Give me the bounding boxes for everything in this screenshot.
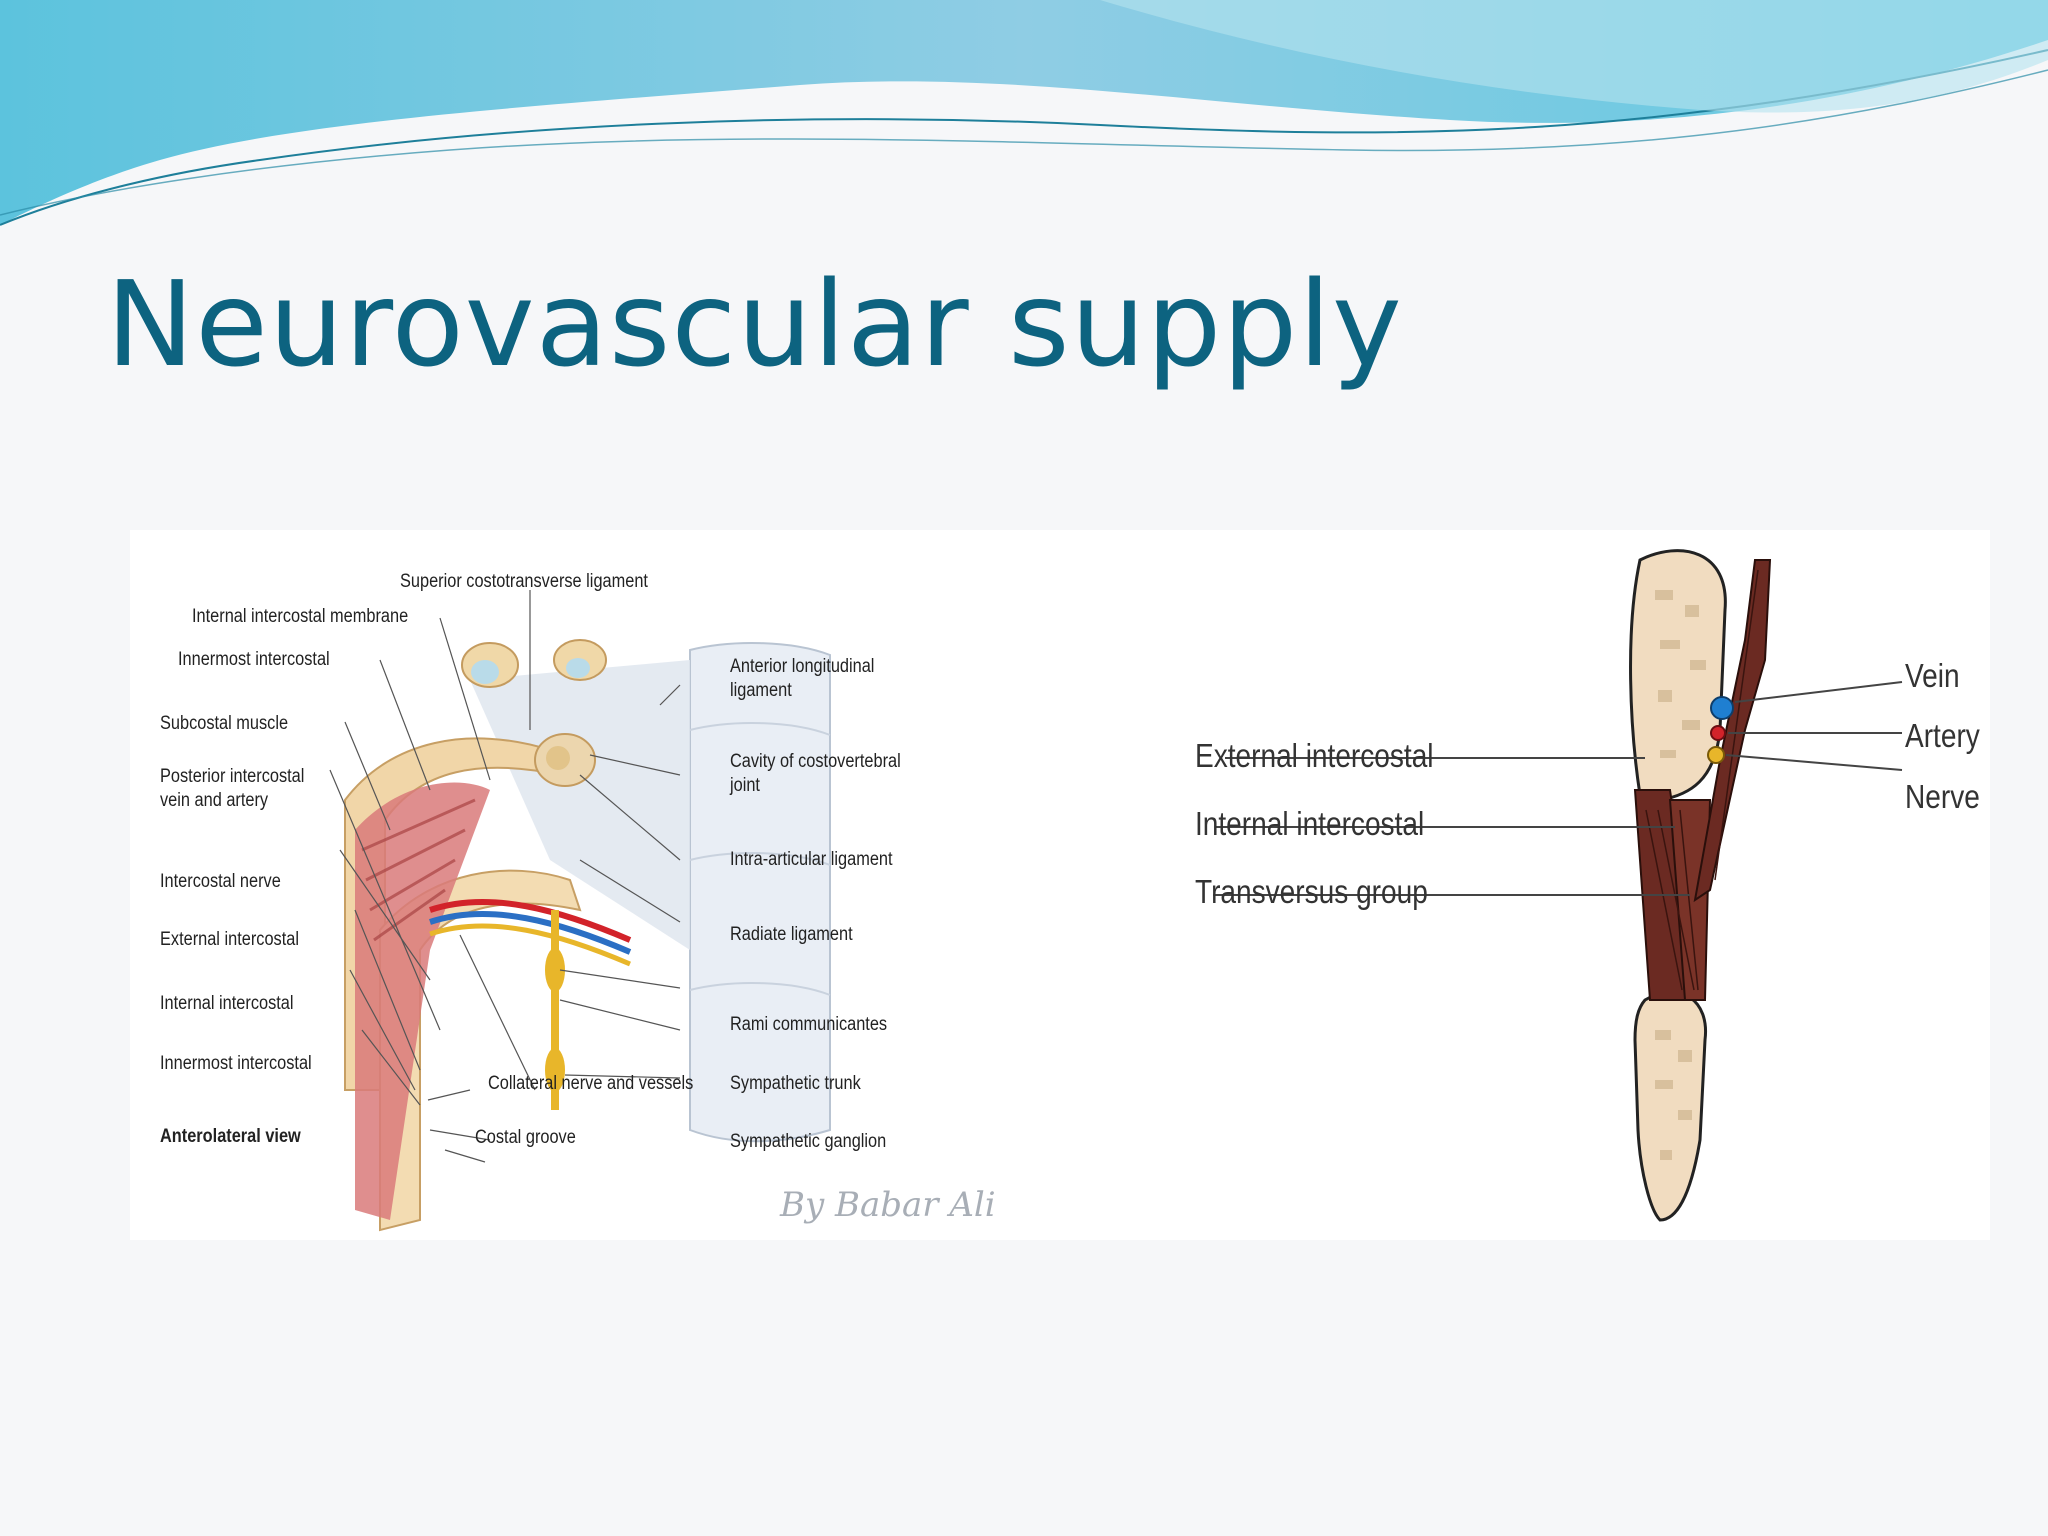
label-internal-intercostal-membrane: Internal intercostal membrane	[192, 606, 409, 627]
figure-panel: Superior costotransverse ligament Intern…	[130, 530, 1990, 1240]
label-collateral-nerve-vessels: Collateral nerve and vessels	[488, 1073, 694, 1094]
credit-signature: By Babar Ali	[780, 1185, 996, 1225]
label-external-intercostal-right: External intercostal	[1195, 737, 1434, 774]
label-intra-articular: Intra-articular ligament	[730, 849, 893, 870]
label-sympathetic-trunk: Sympathetic trunk	[730, 1073, 861, 1094]
label-subcostal-muscle: Subcostal muscle	[160, 713, 289, 734]
intercostal-cross-section-figure: Vein Artery Nerve External intercostal I…	[1010, 530, 1990, 1240]
label-innermost-intercostal-top: Innermost intercostal	[178, 649, 330, 670]
label-nerve: Nerve	[1905, 778, 1980, 815]
label-external-intercostal: External intercostal	[160, 929, 299, 950]
label-radiate-ligament: Radiate ligament	[730, 924, 853, 945]
label-superior-costotransverse: Superior costotransverse ligament	[400, 571, 648, 592]
header-wave-decoration	[0, 0, 2048, 226]
label-posterior-intercostal-vein-artery: Posterior intercostal vein and artery	[160, 766, 305, 811]
label-artery: Artery	[1905, 717, 1980, 754]
label-costal-groove: Costal groove	[475, 1127, 576, 1148]
label-innermost-intercostal-bottom: Innermost intercostal	[160, 1053, 312, 1074]
label-intercostal-nerve: Intercostal nerve	[160, 871, 281, 892]
label-transversus-group: Transversus group	[1195, 873, 1428, 910]
label-sympathetic-ganglion: Sympathetic ganglion	[730, 1131, 887, 1152]
label-rami-communicantes: Rami communicantes	[730, 1014, 888, 1035]
label-anterolateral-view: Anterolateral view	[160, 1126, 301, 1147]
label-cavity-costovertebral: Cavity of costovertebral joint	[730, 751, 901, 796]
label-internal-intercostal: Internal intercostal	[160, 993, 294, 1014]
slide-title: Neurovascular supply	[106, 255, 1403, 393]
label-internal-intercostal-right: Internal intercostal	[1195, 805, 1425, 842]
anatomy-illustration	[329, 590, 831, 1232]
cross-section-illustration	[1213, 549, 1903, 1222]
label-vein: Vein	[1905, 657, 1960, 694]
anterolateral-view-figure: Superior costotransverse ligament Intern…	[130, 530, 1010, 1240]
label-anterior-longitudinal: Anterior longitudinal ligament	[730, 656, 875, 701]
